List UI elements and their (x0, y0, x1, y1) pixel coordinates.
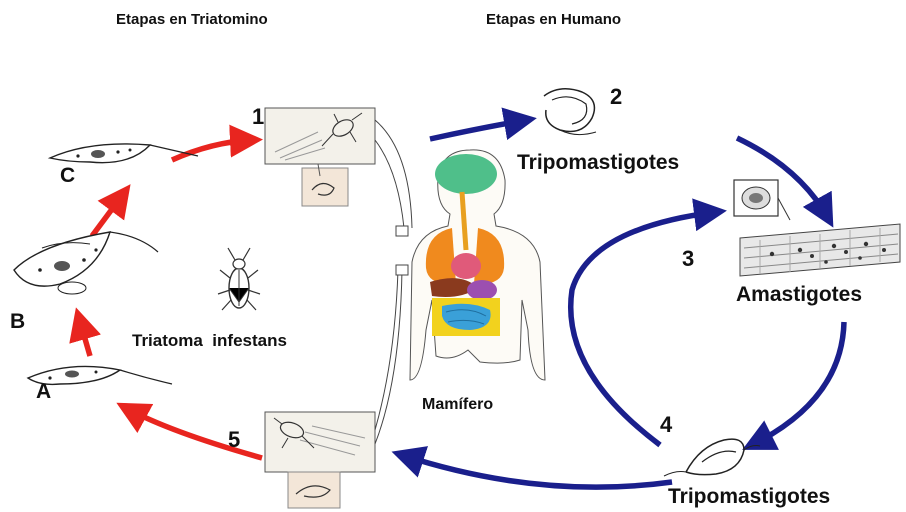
trypanosome-icon-stage-2 (544, 89, 596, 135)
stage-number-2: 2 (610, 84, 622, 110)
header-human-stages: Etapas en Humano (486, 11, 621, 28)
label-form-c: C (60, 164, 75, 188)
human-figure (410, 150, 545, 380)
bite-inset-1 (302, 164, 348, 206)
stage-number-3: 3 (682, 246, 694, 272)
amastigote-cell-icon (734, 180, 790, 220)
header-triatomine-stages: Etapas en Triatomino (116, 11, 268, 28)
red-arrow-a-to-b (79, 318, 90, 356)
form-b-epimastigote (14, 232, 158, 294)
body-site-box-bottom (396, 265, 408, 275)
blue-arrow-4-to-5 (402, 455, 672, 487)
brain (435, 154, 497, 194)
bite-box-5 (265, 412, 375, 472)
label-triatoma-infestans: Triatoma infestans (132, 331, 287, 351)
connector-lines (375, 120, 412, 444)
body-site-box-top (396, 226, 408, 236)
bite-inset-5 (288, 472, 340, 508)
label-form-b: B (10, 310, 25, 334)
trypanosome-icon-stage-4 (664, 439, 760, 476)
muscle-tissue (740, 224, 900, 276)
stage-number-4: 4 (660, 412, 672, 438)
blue-arrow-1-to-2 (430, 120, 526, 139)
blue-arrow-amastigotes-to-4 (752, 322, 844, 445)
triatomine-bug-icon (218, 248, 260, 310)
red-arrow-c-to-1 (172, 140, 252, 160)
label-amastigotes: Amastigotes (736, 283, 862, 307)
bite-box-1 (265, 108, 375, 164)
label-mamifero: Mamífero (422, 396, 493, 414)
red-arrow-5-to-a (126, 408, 262, 458)
red-arrow-b-to-c (92, 193, 124, 236)
stomach (467, 280, 497, 300)
label-tripomastigotes-top: Tripomastigotes (517, 151, 679, 175)
stage-number-1: 1 (252, 104, 264, 130)
label-tripomastigotes-bottom: Tripomastigotes (668, 485, 830, 509)
stage-number-5: 5 (228, 427, 240, 453)
label-form-a: A (36, 380, 51, 404)
heart (451, 253, 481, 279)
